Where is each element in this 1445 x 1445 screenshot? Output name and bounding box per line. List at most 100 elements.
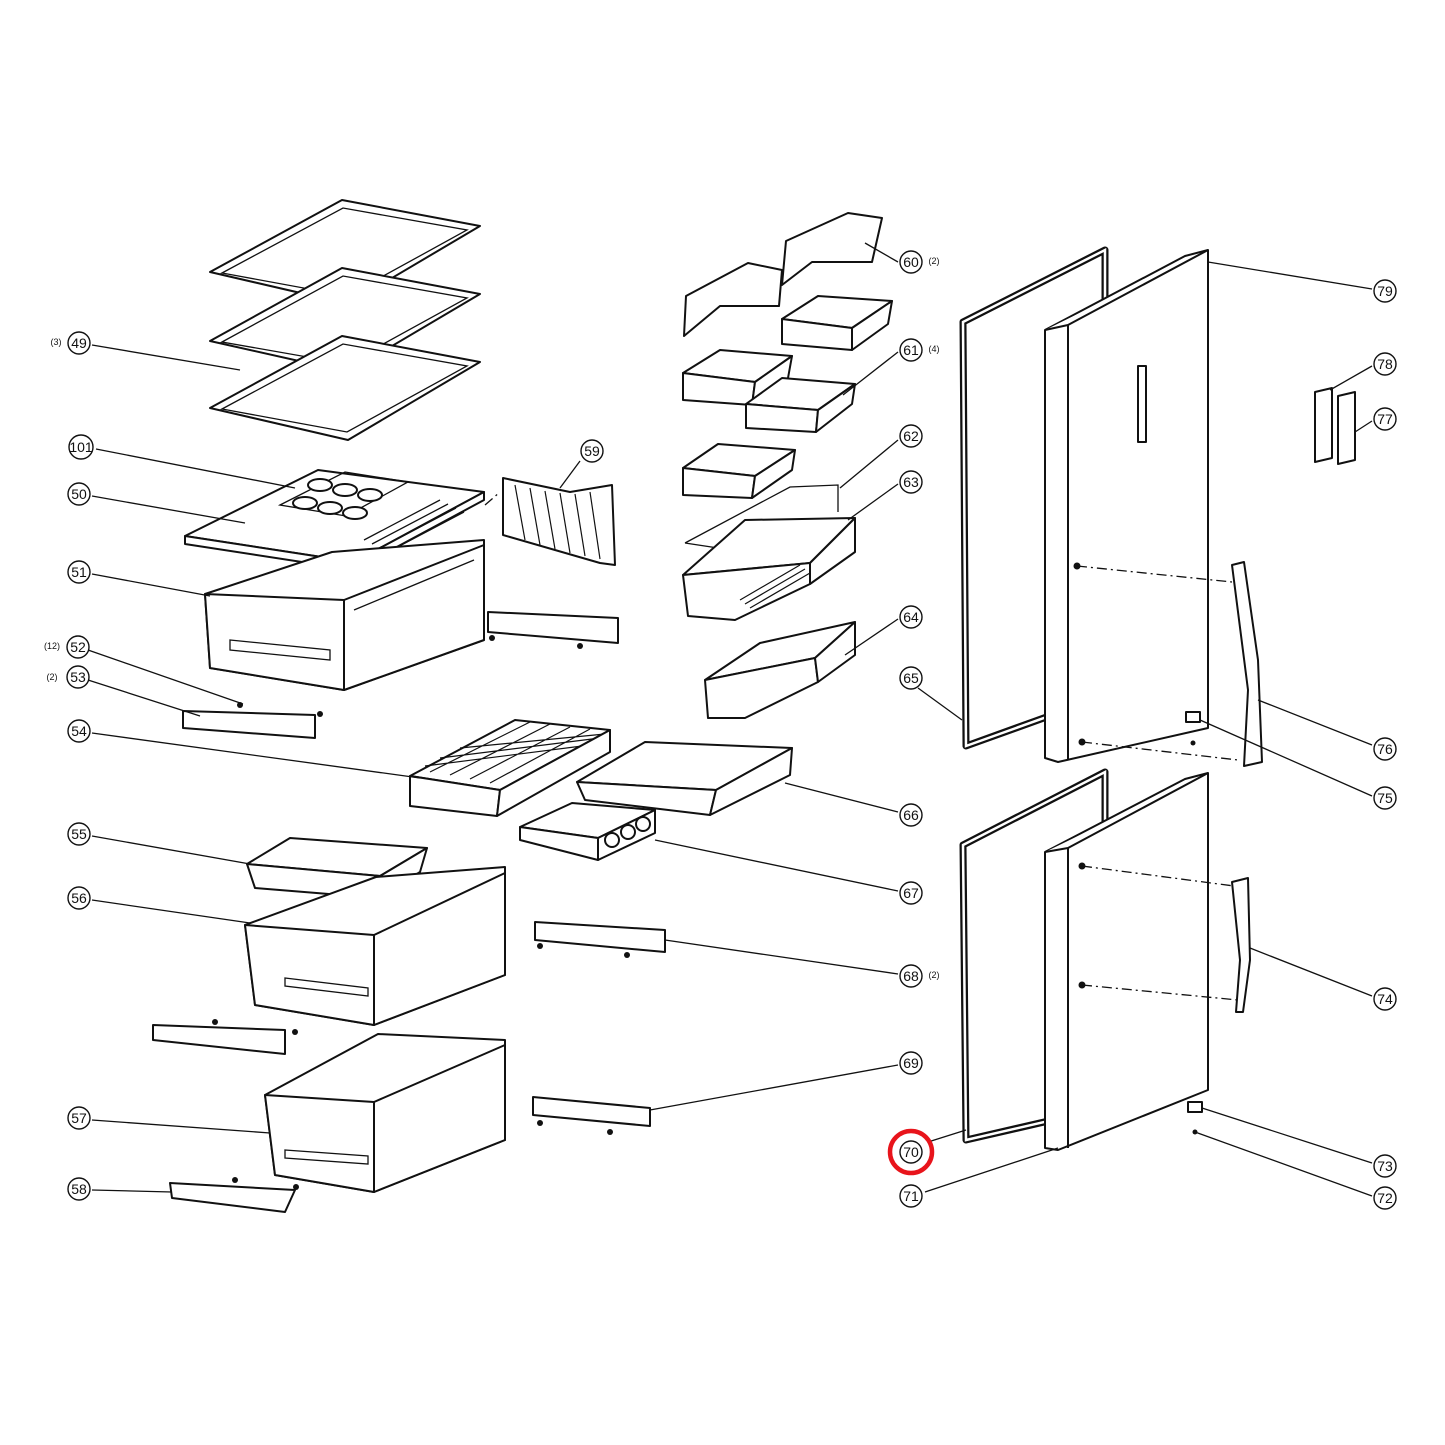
svg-text:(4): (4) [929,344,940,354]
svg-text:78: 78 [1377,356,1393,372]
callout-61: 61 (4) [899,338,940,362]
callout-65: 65 [899,666,923,690]
callout-54: 54 [67,719,91,743]
svg-text:76: 76 [1377,741,1393,757]
middle-drawer [244,866,506,1026]
svg-text:66: 66 [903,807,919,823]
wire-rack [409,719,611,817]
svg-text:54: 54 [71,723,87,739]
callout-75: 75 [1373,786,1397,810]
svg-text:73: 73 [1377,1158,1393,1174]
drawer-rail-center-2 [532,1096,651,1135]
door-bin-3 [745,377,856,433]
upper-door-handle [1231,561,1263,767]
svg-text:71: 71 [903,1188,919,1204]
callout-51: 51 [67,560,91,584]
svg-text:55: 55 [71,826,87,842]
svg-text:75: 75 [1377,790,1393,806]
callout-60: 60 (2) [899,250,940,274]
top-drawer [204,539,485,691]
hinge-cover [1314,387,1356,465]
door-bin-2 [682,349,793,406]
callout-56: 56 [67,886,91,910]
door-bin-4 [682,443,796,499]
svg-text:74: 74 [1377,991,1393,1007]
svg-text:(3): (3) [51,337,62,347]
svg-text:64: 64 [903,609,919,625]
svg-text:77: 77 [1377,411,1393,427]
svg-text:60: 60 [903,254,919,270]
callout-52: 52 (12) [44,635,90,659]
lower-door [1044,772,1209,1151]
callout-58: 58 [67,1177,91,1201]
callout-59: 59 [580,439,604,463]
drawer-rail-middle [152,1019,298,1055]
leader-lines [87,242,1373,1197]
door-basket-63 [682,517,856,621]
small-tray [576,741,793,816]
callout-76: 76 [1373,737,1397,761]
callout-63: 63 [899,470,923,494]
bin-cover-1 [683,262,783,337]
svg-text:63: 63 [903,474,919,490]
svg-text:50: 50 [71,486,87,502]
air-duct-grille [502,477,616,566]
upper-door [1044,249,1209,763]
callout-62: 62 [899,424,923,448]
callout-77: 77 [1373,407,1397,431]
lower-door-handle [1231,877,1251,1013]
drawer-rail-center-1 [534,921,666,958]
callout-64: 64 [899,605,923,629]
drawer-rail-right-top [487,611,619,649]
svg-text:69: 69 [903,1055,919,1071]
callout-49: 49(3) [51,331,91,355]
upper-hinge [1185,711,1201,746]
svg-text:79: 79 [1377,283,1393,299]
callout-73: 73 [1373,1154,1397,1178]
ice-tray [519,802,656,861]
svg-text:65: 65 [903,670,919,686]
svg-text:52: 52 [70,639,86,655]
svg-text:68: 68 [903,968,919,984]
callout-79: 79 [1373,279,1397,303]
callout-78: 78 [1373,352,1397,376]
callout-67: 67 [899,881,923,905]
svg-text:(2): (2) [929,256,940,266]
drawer-rail-bottom [169,1177,299,1213]
egg-tray [292,478,383,520]
callout-66: 66 [899,803,923,827]
door-bin-1 [781,295,893,351]
svg-text:72: 72 [1377,1190,1393,1206]
drawer-rail-left [182,702,323,739]
svg-text:57: 57 [71,1110,87,1126]
svg-text:(2): (2) [47,672,58,682]
callout-68: 68(2) [899,964,940,988]
callout-71: 71 [899,1184,923,1208]
svg-text:62: 62 [903,428,919,444]
callout-57: 57 [67,1106,91,1130]
svg-text:(12): (12) [44,641,60,651]
callout-69: 69 [899,1051,923,1075]
svg-text:67: 67 [903,885,919,901]
svg-text:70: 70 [903,1144,919,1160]
door-shelf-62 [684,484,839,549]
glass-shelf-3 [209,335,481,441]
callout-70: 70 [899,1140,923,1164]
callout-74: 74 [1373,987,1397,1011]
bottom-drawer [264,1033,506,1193]
svg-text:53: 53 [70,669,86,685]
svg-text:101: 101 [69,439,93,455]
callout-50: 50 [67,482,91,506]
callout-53: 53 (2) [47,665,90,689]
svg-text:56: 56 [71,890,87,906]
callout-72: 72 [1373,1186,1397,1210]
svg-text:59: 59 [584,443,600,459]
svg-text:51: 51 [71,564,87,580]
callout-55: 55 [67,822,91,846]
callout-101: 101 [68,434,94,460]
svg-text:58: 58 [71,1181,87,1197]
lower-hinge [1187,1101,1203,1135]
svg-text:61: 61 [903,342,919,358]
bin-cover-2 [781,212,883,286]
